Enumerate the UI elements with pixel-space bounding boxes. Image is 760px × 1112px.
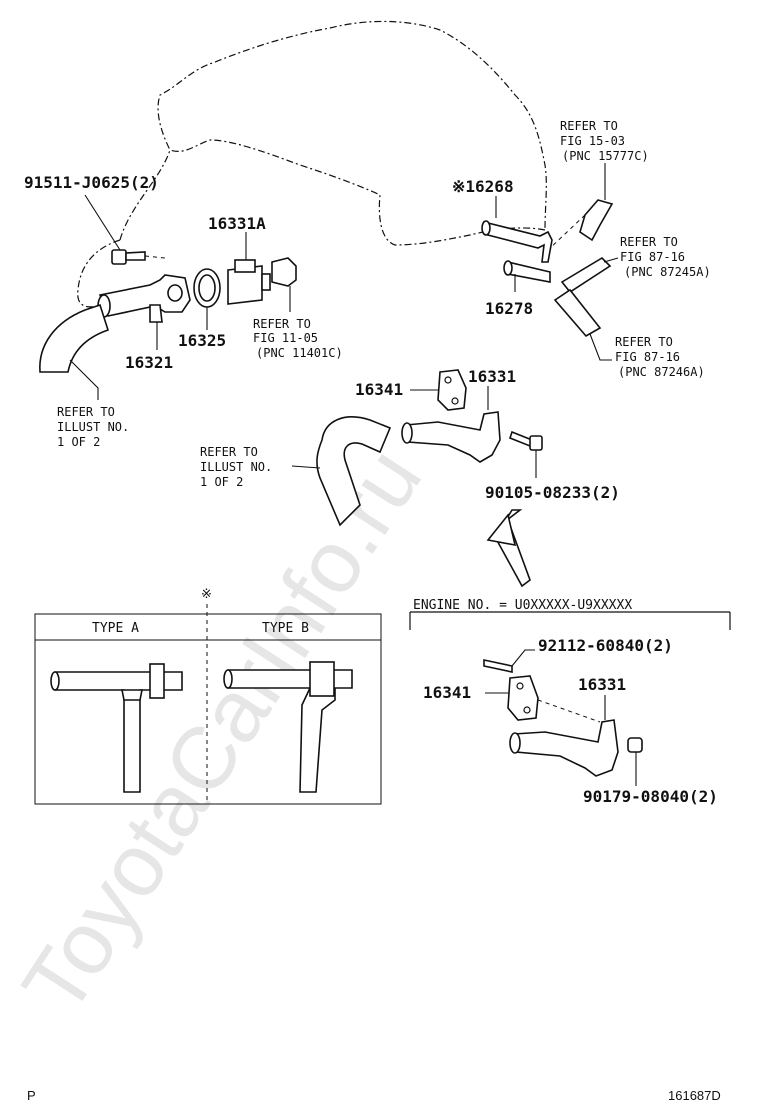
svg-text:REFER TO: REFER TO bbox=[200, 445, 258, 459]
label-92112: 92112-60840(2) bbox=[538, 636, 673, 655]
svg-text:ILLUST NO.: ILLUST NO. bbox=[57, 420, 129, 434]
label-16268: ※16268 bbox=[452, 177, 514, 196]
svg-text:(PNC 15777C): (PNC 15777C) bbox=[562, 149, 649, 163]
footer-right: 161687D bbox=[668, 1088, 721, 1103]
svg-text:REFER TO: REFER TO bbox=[57, 405, 115, 419]
svg-text:FIG 87-16: FIG 87-16 bbox=[615, 350, 680, 364]
footer-left: P bbox=[27, 1088, 36, 1103]
hose-middle bbox=[316, 416, 392, 527]
gasket-16341-b bbox=[507, 675, 539, 721]
water-inlet-16321 bbox=[97, 274, 191, 323]
label-16321: 16321 bbox=[125, 353, 173, 372]
label-16341: 16341 bbox=[355, 380, 403, 399]
label-90179: 90179-08040(2) bbox=[583, 787, 718, 806]
type-table: TYPE A TYPE B bbox=[34, 604, 382, 805]
hose-87245A bbox=[560, 256, 612, 294]
ref-illust-left: REFER TO ILLUST NO. 1 OF 2 bbox=[57, 405, 129, 449]
svg-text:1 OF 2: 1 OF 2 bbox=[57, 435, 100, 449]
ref-illust-mid: REFER TO ILLUST NO. 1 OF 2 bbox=[200, 445, 272, 489]
svg-text:(PNC 87246A): (PNC 87246A) bbox=[618, 365, 705, 379]
type-a-header: TYPE A bbox=[92, 621, 139, 636]
pipe-16278 bbox=[503, 260, 551, 283]
label-16325: 16325 bbox=[178, 331, 226, 350]
ref-fig-87-16-a: REFER TO FIG 87-16 (PNC 87245A) bbox=[620, 235, 711, 279]
watermark: ToyotaCarInfo.ru bbox=[3, 431, 440, 1031]
engine-outline bbox=[119, 20, 547, 246]
svg-text:ILLUST NO.: ILLUST NO. bbox=[200, 460, 272, 474]
hose-87246A bbox=[553, 288, 602, 338]
type-b-header: TYPE B bbox=[262, 621, 309, 636]
hose-top-right bbox=[579, 199, 614, 242]
label-90105: 90105-08233(2) bbox=[485, 483, 620, 502]
outlet-16331-b bbox=[509, 719, 619, 777]
type-a-pipe bbox=[50, 663, 183, 793]
label-91511: 91511-J0625(2) bbox=[24, 173, 159, 192]
type-table-marker: ※ bbox=[201, 587, 212, 602]
seal-fig-11-05 bbox=[271, 257, 297, 287]
nut-90179 bbox=[627, 737, 643, 753]
hose-left bbox=[39, 303, 109, 373]
svg-text:(PNC 11401C): (PNC 11401C) bbox=[256, 346, 343, 360]
label-16341-b: 16341 bbox=[423, 683, 471, 702]
svg-text:REFER TO: REFER TO bbox=[620, 235, 678, 249]
engine-range-label: ENGINE NO. = U0XXXXX-U9XXXXX bbox=[413, 598, 632, 613]
label-16278: 16278 bbox=[485, 299, 533, 318]
engine-lower bbox=[77, 239, 121, 308]
label-16331A: 16331A bbox=[208, 214, 266, 233]
ref-fig-11-05: REFER TO FIG 11-05 (PNC 11401C) bbox=[253, 317, 343, 360]
label-16331-b: 16331 bbox=[578, 675, 626, 694]
label-16331: 16331 bbox=[468, 367, 516, 386]
svg-text:FIG 87-16: FIG 87-16 bbox=[620, 250, 685, 264]
ref-fig-15-03: REFER TO FIG 15-03 (PNC 15777C) bbox=[560, 119, 649, 163]
outlet-16331 bbox=[401, 411, 501, 463]
thermostat-16331A bbox=[227, 259, 271, 305]
type-b-pipe bbox=[223, 661, 353, 793]
gasket-16325 bbox=[193, 268, 221, 308]
gasket-16341 bbox=[437, 369, 467, 411]
bolt-90105 bbox=[509, 430, 543, 451]
svg-text:(PNC 87245A): (PNC 87245A) bbox=[624, 265, 711, 279]
ref-fig-87-16-b: REFER TO FIG 87-16 (PNC 87246A) bbox=[615, 335, 705, 379]
svg-text:FIG 11-05: FIG 11-05 bbox=[253, 331, 318, 345]
bolt-91511 bbox=[111, 249, 146, 265]
svg-text:1 OF 2: 1 OF 2 bbox=[200, 475, 243, 489]
svg-text:FIG 15-03: FIG 15-03 bbox=[560, 134, 625, 148]
pipe-16268 bbox=[481, 220, 553, 263]
svg-text:REFER TO: REFER TO bbox=[615, 335, 673, 349]
stud-92112 bbox=[483, 659, 513, 673]
svg-text:REFER TO: REFER TO bbox=[253, 317, 311, 331]
svg-text:REFER TO: REFER TO bbox=[560, 119, 618, 133]
